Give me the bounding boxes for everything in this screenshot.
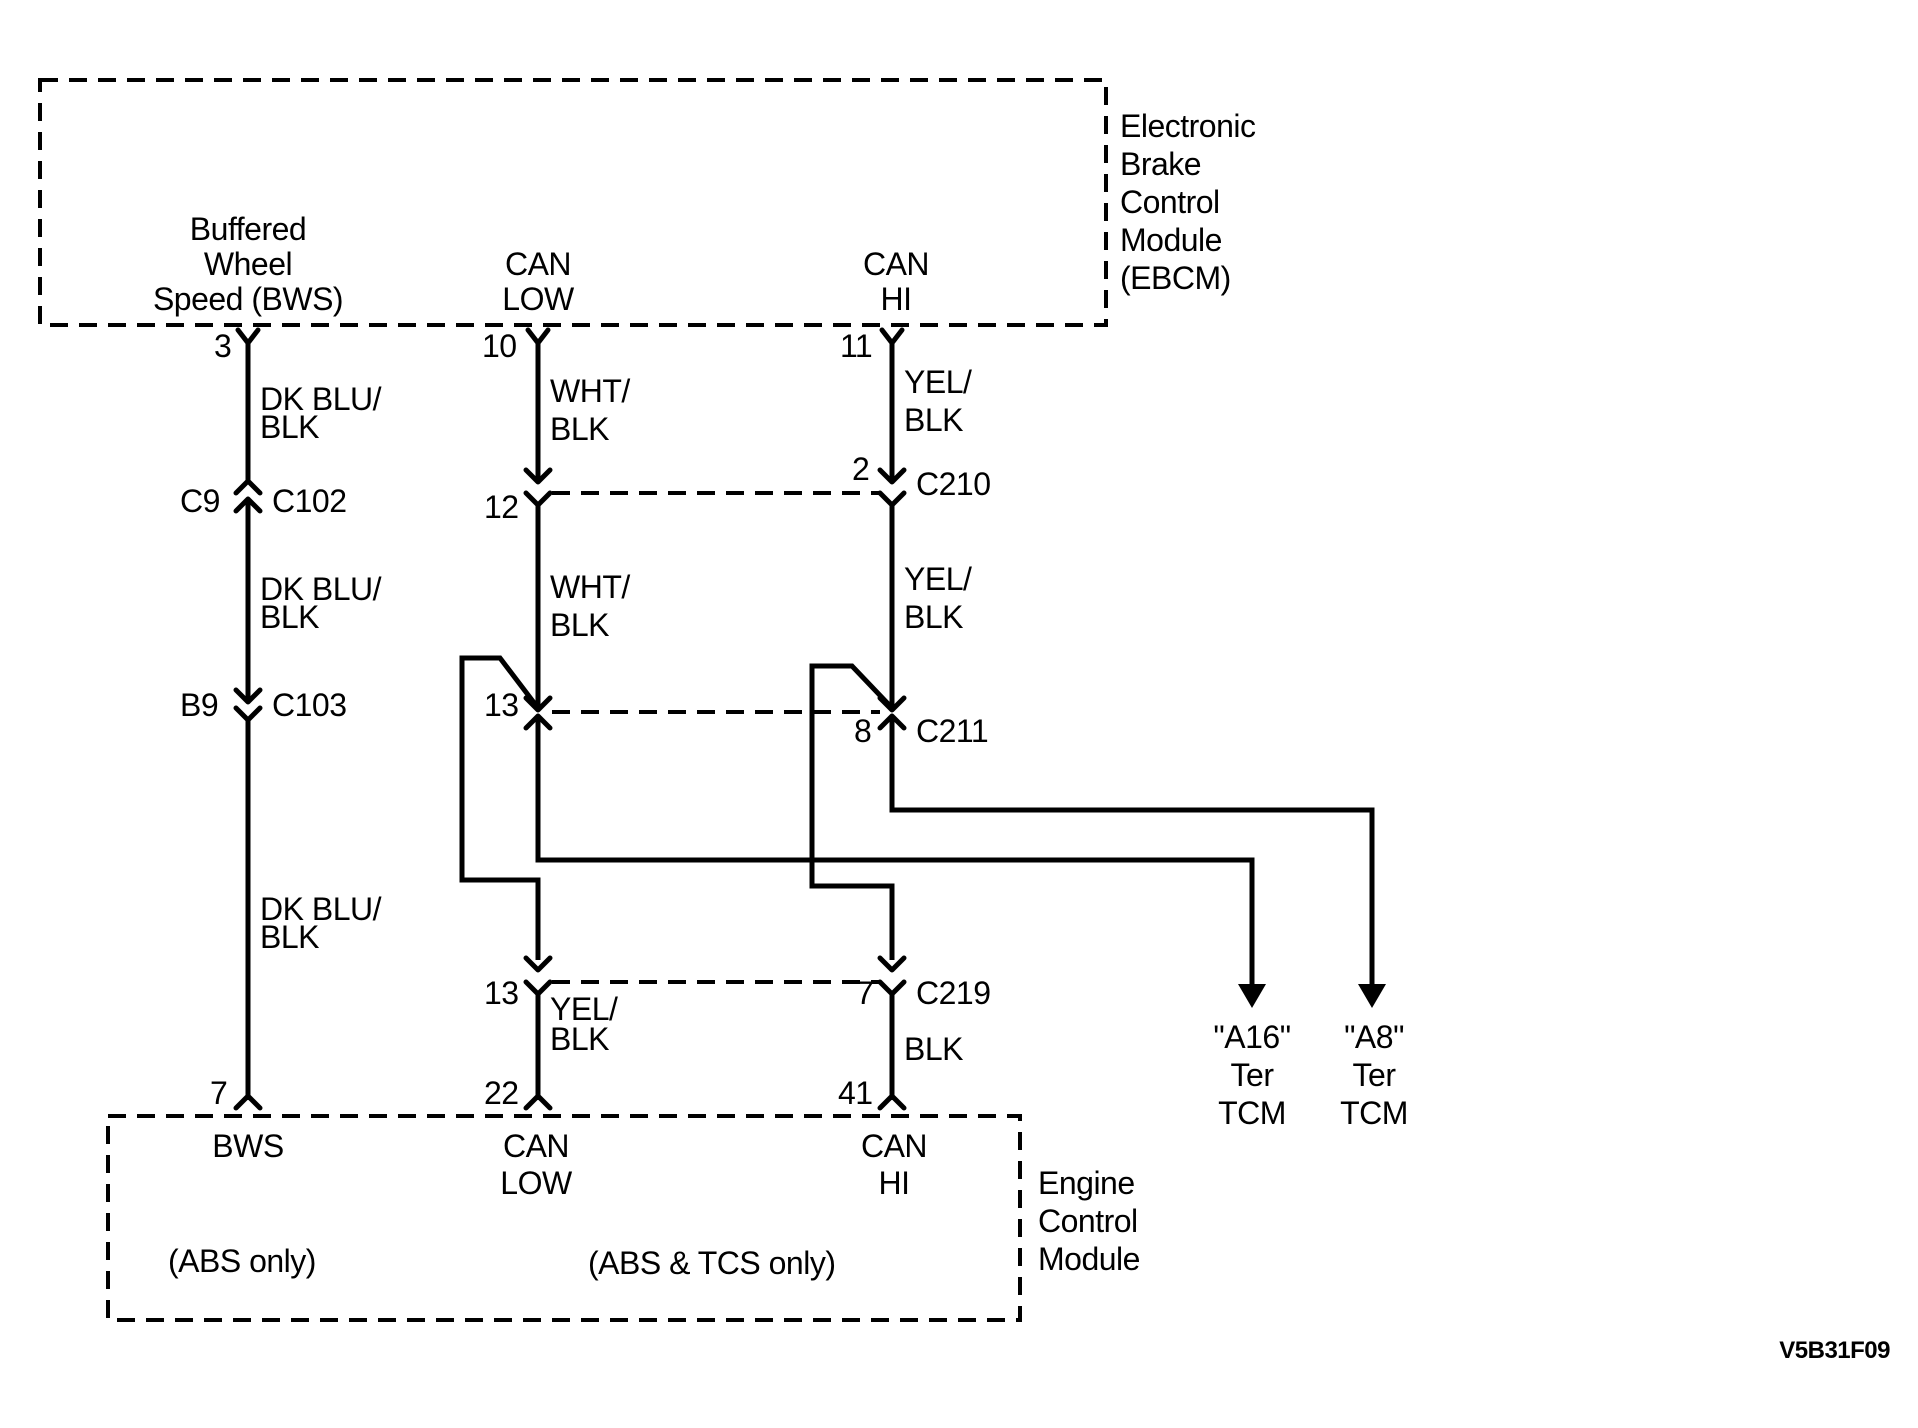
a16-label-line-2: Ter: [1231, 1057, 1275, 1093]
can-low-wire-2-color-line-2: BLK: [550, 607, 609, 643]
figure-id: V5B31F09: [1779, 1337, 1890, 1364]
bws-wire-2-color-line-2: BLK: [260, 599, 319, 635]
c103-pin: B9: [180, 687, 218, 723]
ecm-abs-only-note: (ABS only): [168, 1243, 316, 1279]
c219-pin-low: 13: [484, 975, 519, 1011]
ebcm-can-low-line-2: LOW: [502, 281, 575, 317]
c103-name: C103: [272, 687, 347, 723]
a16-label-line-3: TCM: [1218, 1095, 1286, 1131]
can-hi-wire-2-color-line-2: BLK: [904, 599, 963, 635]
bws-wire-2-color-line-1: DK BLU/: [260, 571, 382, 607]
can-low-jumper-top: [459, 655, 541, 960]
ebcm-label-line-4: Module: [1120, 222, 1222, 258]
can-low-wire-3-color-line-2: BLK: [550, 1021, 609, 1057]
a16-label-line-1: "A16": [1213, 1019, 1290, 1055]
c103-terminal-top: [233, 687, 263, 705]
can-low-arrow-1: [523, 467, 553, 485]
ebcm-label-line-5: (EBCM): [1120, 260, 1231, 296]
ebcm-pin-bws: 3: [214, 328, 231, 364]
can-hi-arrow-2: [877, 955, 907, 973]
c210-pin-hi: 2: [852, 451, 869, 487]
ebcm-box: [38, 78, 1108, 327]
a8-label-line-1: "A8": [1344, 1019, 1404, 1055]
can-low-wire-1-color-line-2: BLK: [550, 411, 609, 447]
c211-hi-terminal: [877, 695, 907, 713]
c211-pin-hi: 8: [854, 713, 871, 749]
ebcm-bws-line-3: Speed (BWS): [153, 281, 343, 317]
ebcm-can-hi-line-1: CAN: [863, 246, 929, 282]
c210-pin-low: 12: [484, 489, 519, 525]
can-hi-wire-3-color: BLK: [904, 1031, 963, 1067]
ecm-terminal-bws: [233, 1093, 263, 1111]
can-hi-wire-1-color-line-2: BLK: [904, 402, 963, 438]
can-hi-jumper-top: [809, 663, 895, 960]
c102-pin: C9: [180, 483, 220, 519]
ecm-terminal-can-low: [523, 1093, 553, 1111]
ecm-bws: BWS: [212, 1128, 283, 1164]
ecm-pin-can-low: 22: [484, 1075, 519, 1111]
ecm-can-low-line-2: LOW: [500, 1165, 573, 1201]
c211-name: C211: [916, 713, 988, 749]
c219-pin-hi: 7: [856, 975, 873, 1011]
bws-wire-1-color-line-1: DK BLU/: [260, 381, 382, 417]
ecm-pin-can-hi: 41: [838, 1075, 873, 1111]
ebcm-can-low-line-1: CAN: [505, 246, 571, 282]
ebcm-bws-line-1: Buffered: [190, 211, 306, 247]
c210-hi-terminal: [877, 490, 907, 508]
ebcm-terminal-can-hi: [879, 327, 905, 346]
bws-wire-3-color-line-2: BLK: [260, 919, 319, 955]
ecm-label-line-2: Control: [1038, 1203, 1138, 1239]
ebcm-label-line-2: Brake: [1120, 146, 1201, 182]
ebcm-bws-line-2: Wheel: [204, 246, 292, 282]
c102-terminal-top: [233, 478, 263, 496]
can-low-wire-1-color-line-1: WHT/: [550, 373, 630, 409]
c211-low-terminal: [523, 695, 553, 713]
ecm-pin-bws: 7: [210, 1075, 227, 1111]
c219-low-terminal: [523, 979, 553, 997]
ecm-can-hi-line-1: CAN: [861, 1128, 927, 1164]
ebcm-pin-can-hi: 11: [840, 328, 872, 364]
c219-name: C219: [916, 975, 991, 1011]
ebcm-label-line-3: Control: [1120, 184, 1220, 220]
can-hi-branch-to-a8: [889, 716, 1375, 992]
c102-terminal-bottom: [233, 496, 263, 514]
ecm-can-hi-line-2: HI: [879, 1165, 910, 1201]
ebcm-pin-can-low: 10: [482, 328, 517, 364]
a8-arrowhead: [1358, 984, 1386, 1008]
ebcm-terminal-bws: [235, 327, 261, 346]
ecm-label-line-1: Engine: [1038, 1165, 1135, 1201]
a8-label-line-2: Ter: [1353, 1057, 1397, 1093]
can-hi-arrow-1: [877, 467, 907, 485]
ebcm-label-line-1: Electronic: [1120, 108, 1256, 144]
ecm-label-line-3: Module: [1038, 1241, 1140, 1277]
can-low-branch-to-a16: [535, 716, 1255, 992]
ecm-box: [106, 1114, 1022, 1322]
c210-low-terminal: [523, 490, 553, 508]
c210-name: C210: [916, 466, 991, 502]
ecm-can-low-line-1: CAN: [503, 1128, 569, 1164]
can-low-wire-3-color-line-1: YEL/: [550, 991, 618, 1027]
can-hi-wire-2-color-line-1: YEL/: [904, 561, 972, 597]
ecm-abs-tcs-only-note: (ABS & TCS only): [588, 1245, 835, 1281]
ecm-terminal-can-hi: [877, 1093, 907, 1111]
bws-wire-3-color-line-1: DK BLU/: [260, 891, 382, 927]
c103-terminal-bottom: [233, 705, 263, 723]
a16-arrowhead: [1238, 984, 1266, 1008]
bws-wire-1-color-line-2: BLK: [260, 409, 319, 445]
can-low-wire-2-color-line-1: WHT/: [550, 569, 630, 605]
a8-label-line-3: TCM: [1340, 1095, 1408, 1131]
can-low-arrow-2: [523, 955, 553, 973]
c211-pin-low: 13: [484, 687, 519, 723]
ebcm-terminal-can-low: [525, 327, 551, 346]
c219-hi-terminal: [877, 979, 907, 997]
ebcm-can-hi-line-2: HI: [881, 281, 912, 317]
can-hi-wire-1-color-line-1: YEL/: [904, 364, 972, 400]
c102-name: C102: [272, 483, 347, 519]
